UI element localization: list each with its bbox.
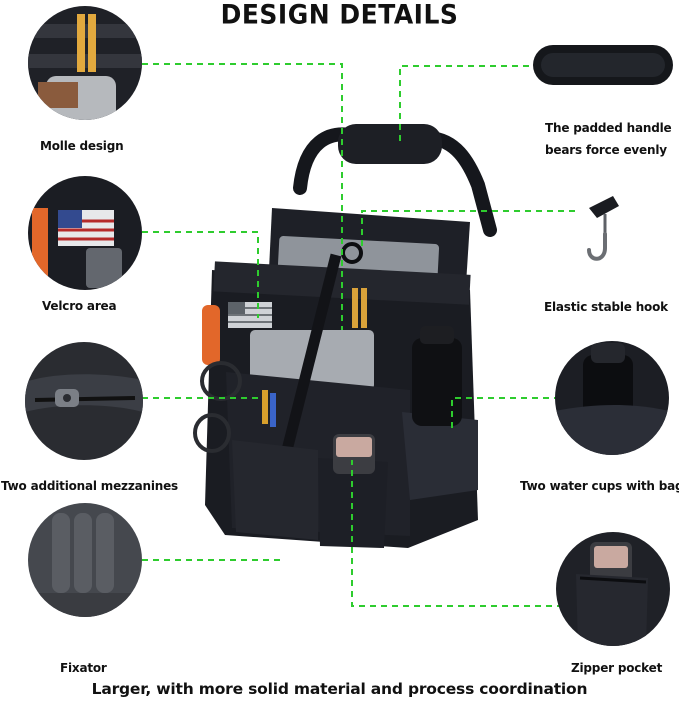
caption-velcro-area: Velcro area bbox=[42, 299, 117, 313]
fixator-photo bbox=[28, 503, 142, 617]
caption-padded-handle-line1: The padded handle bbox=[545, 121, 672, 135]
footer-tagline: Larger, with more solid material and pro… bbox=[91, 680, 588, 698]
leader-lines bbox=[142, 63, 596, 607]
caption-molle-design: Molle design bbox=[40, 139, 124, 153]
water-cups-photo bbox=[555, 341, 669, 455]
caption-fixator: Fixator bbox=[60, 661, 107, 675]
page-title: DESIGN DETAILS bbox=[220, 0, 459, 31]
caption-padded-handle-line2: bears force evenly bbox=[545, 143, 667, 157]
zipper-pocket-photo bbox=[556, 532, 670, 646]
caption-mezzanines: Two additional mezzanines bbox=[1, 479, 178, 493]
molle-design-photo bbox=[28, 6, 142, 120]
velcro-area-photo bbox=[28, 176, 142, 290]
caption-water-cups: Two water cups with bags bbox=[520, 479, 679, 493]
caption-padded-handle: The padded handle bears force evenly bbox=[545, 117, 679, 161]
mezzanines-photo bbox=[25, 342, 143, 460]
padded-handle-detail bbox=[529, 41, 679, 89]
caption-zipper-pocket: Zipper pocket bbox=[571, 661, 663, 675]
elastic-hook-detail bbox=[583, 190, 625, 266]
caption-elastic-hook: Elastic stable hook bbox=[544, 300, 668, 314]
padded-handle-shape bbox=[338, 124, 442, 164]
